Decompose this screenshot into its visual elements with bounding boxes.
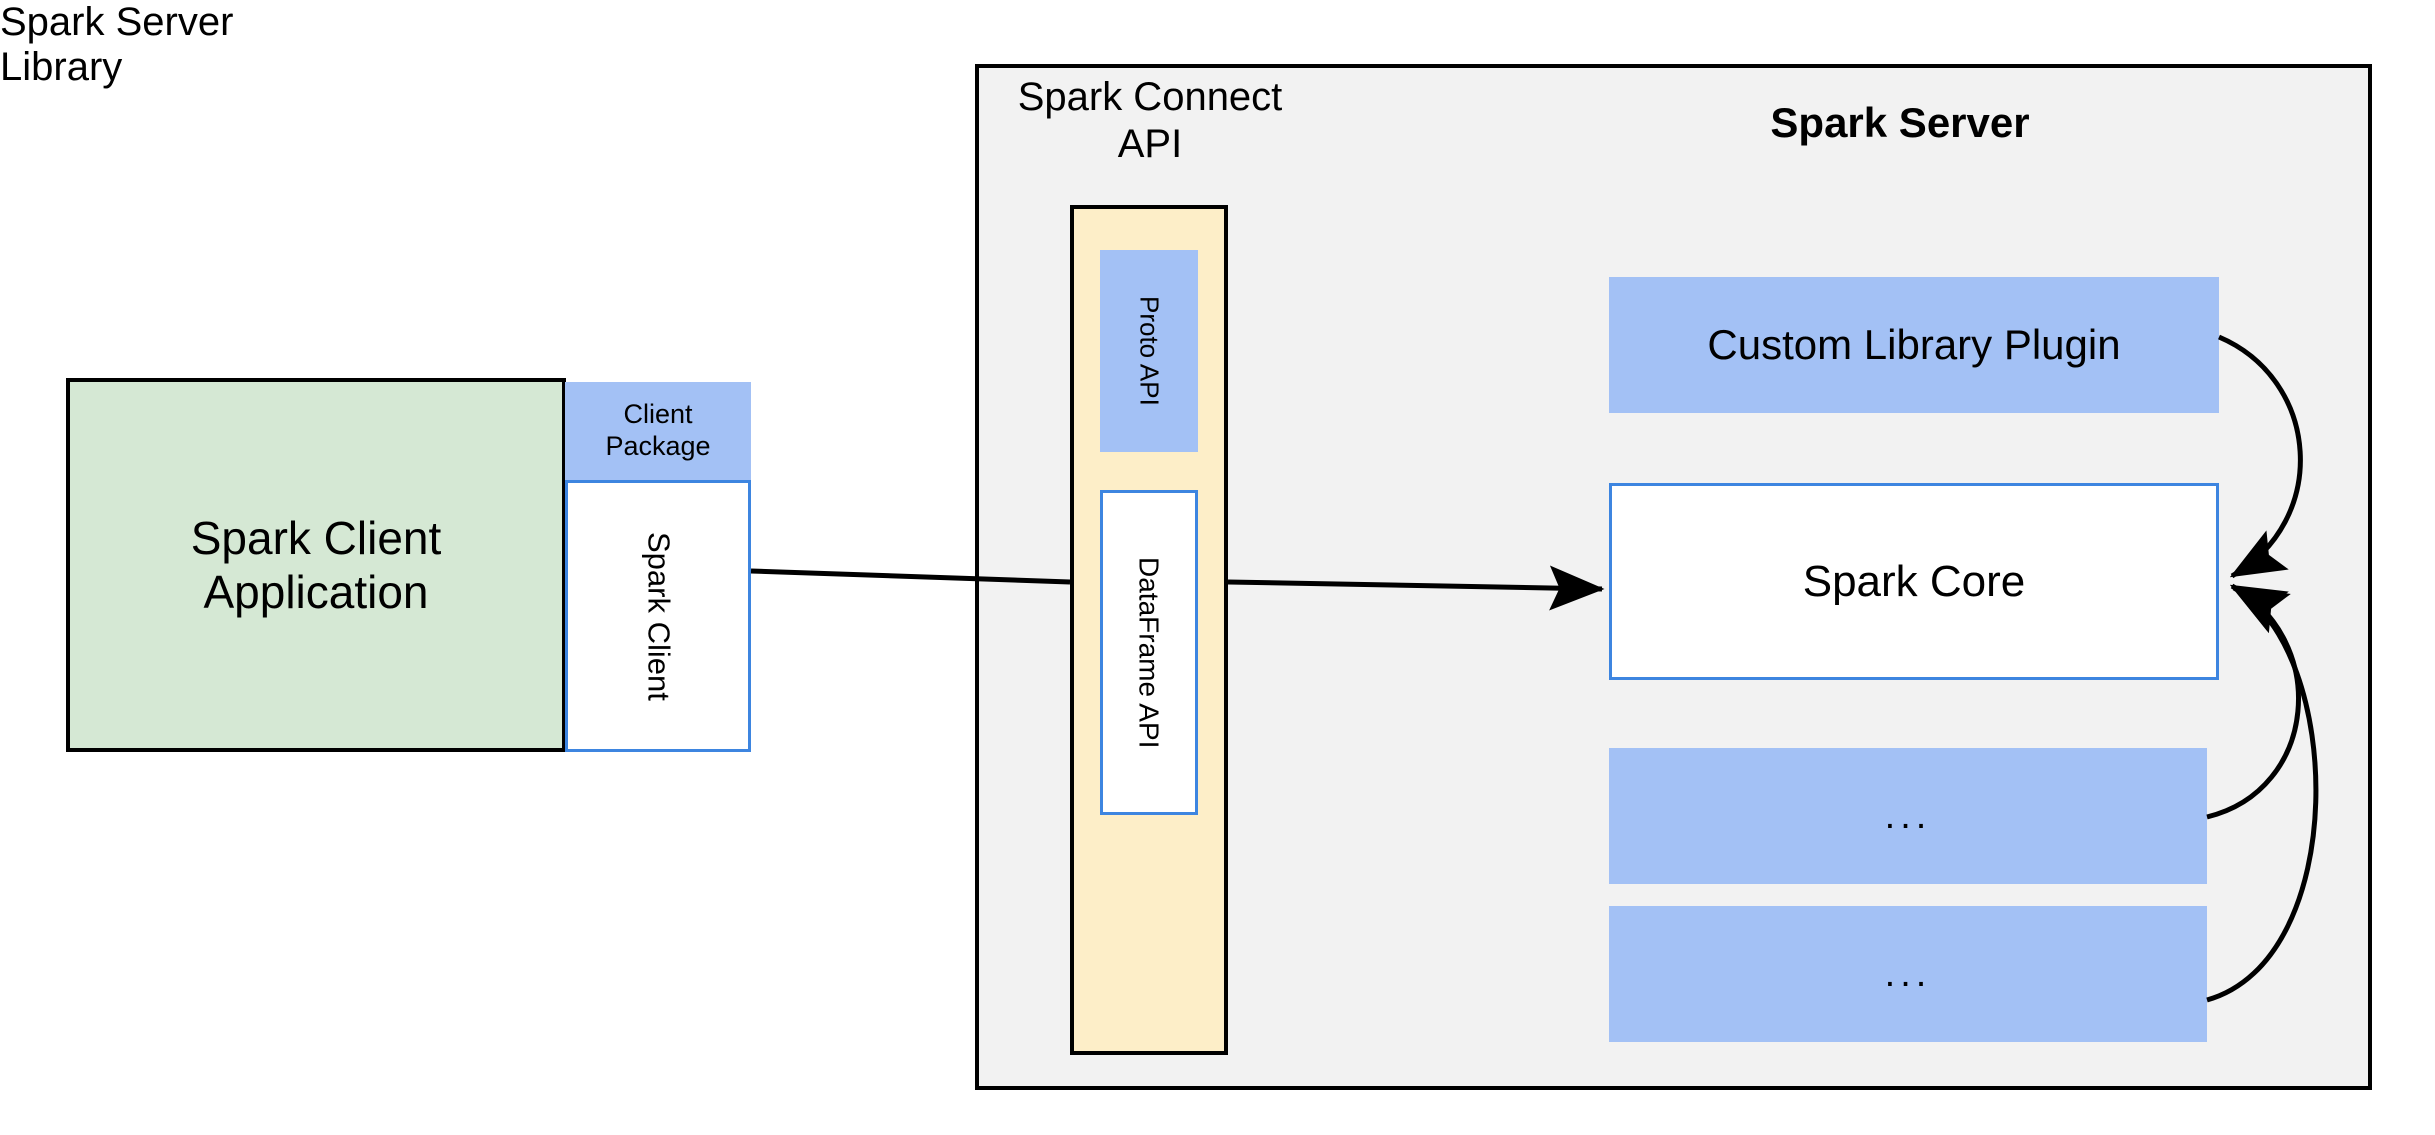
module-placeholder-label-1: ...: [1884, 794, 1932, 837]
custom-library-plugin-box[interactable]: Custom Library Plugin: [1609, 277, 2219, 413]
dataframe-api-label: DataFrame API: [1133, 556, 1165, 749]
spark-client-box[interactable]: Spark Client: [565, 480, 751, 752]
spark-server-library-label-line1: Spark Server: [0, 0, 234, 44]
spark-connect-api-label: Spark Connect API: [1000, 68, 1300, 174]
spark-connect-api-label-line1: Spark Connect: [1017, 74, 1283, 119]
client-package-label-line1: Client: [623, 399, 693, 430]
spark-core-box[interactable]: Spark Core: [1609, 483, 2219, 680]
spark-client-application-label-line2: Application: [203, 566, 429, 618]
proto-api-label: Proto API: [1134, 296, 1165, 406]
spark-core-label: Spark Core: [1802, 556, 2026, 606]
module-placeholder-label-2: ...: [1884, 952, 1932, 995]
spark-client-label: Spark Client: [641, 531, 677, 701]
module-placeholder-box-1[interactable]: ...: [1609, 748, 2207, 884]
spark-server-title: Spark Server: [1770, 99, 2030, 147]
client-package-label-line2: Package: [605, 431, 711, 461]
spark-client-application-label-line1: Spark Client: [190, 511, 442, 564]
spark-client-application-box[interactable]: Spark Client Application: [66, 378, 566, 752]
spark-server-library-label: Spark Server Library: [0, 0, 300, 106]
module-placeholder-box-2[interactable]: ...: [1609, 906, 2207, 1042]
dataframe-api-box[interactable]: DataFrame API: [1100, 490, 1198, 815]
proto-api-box[interactable]: Proto API: [1100, 250, 1198, 452]
spark-connect-api-label-line2: API: [1117, 122, 1183, 166]
client-package-box[interactable]: Client Package: [565, 382, 751, 480]
custom-library-plugin-label: Custom Library Plugin: [1707, 321, 2121, 369]
spark-server-library-label-line2: Library: [0, 45, 123, 89]
